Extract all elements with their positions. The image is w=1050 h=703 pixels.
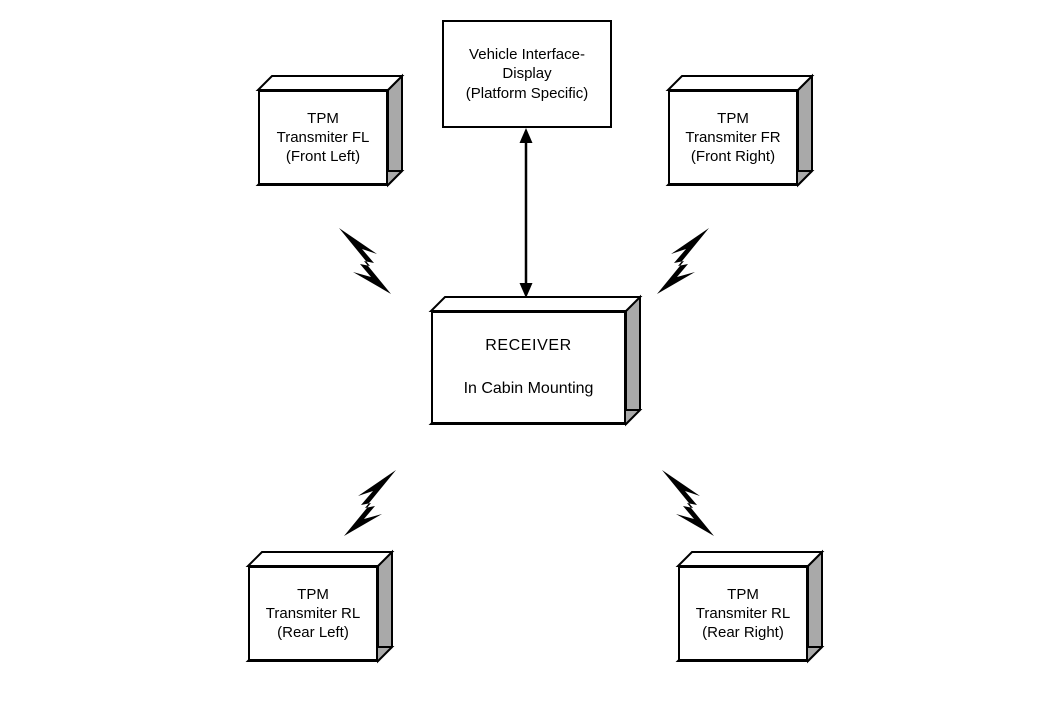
tpm-fl-line-1: TPM — [307, 109, 339, 127]
tpm-fl-label: TPM Transmiter FL (Front Left) — [277, 109, 370, 167]
receiver-label: RECEIVER In Cabin Mounting — [464, 336, 594, 399]
display-label: Vehicle Interface- Display (Platform Spe… — [466, 45, 589, 103]
node-tpm-transmitter-rear-right[interactable]: TPM Transmiter RL (Rear Right) — [675, 549, 825, 676]
node-tpm-transmitter-front-left[interactable]: TPM Transmiter FL (Front Left) — [255, 73, 405, 200]
display-line-2: Display — [502, 65, 552, 83]
tpm-rl-line-2: Transmiter RL — [265, 604, 361, 622]
lightning-bolt-icon-rear-right — [662, 470, 714, 536]
node-tpm-transmitter-front-right[interactable]: TPM Transmiter FR (Front Right) — [665, 73, 815, 200]
tpm-rr-line-1: TPM — [727, 585, 759, 603]
tpm-fl-line-2: Transmiter FL — [276, 128, 370, 146]
receiver-line-1: RECEIVER — [485, 337, 572, 355]
tpm-rr-line-3: (Rear Right) — [702, 624, 784, 642]
bidirectional-arrow — [519, 128, 533, 298]
tpm-fr-line-3: (Front Right) — [690, 148, 776, 166]
lightning-bolt-icon-front-left — [339, 228, 391, 294]
tpm-fr-line-1: TPM — [717, 109, 749, 127]
tpm-rr-line-2: Transmiter RL — [695, 604, 791, 622]
node-receiver[interactable]: RECEIVER In Cabin Mounting — [428, 294, 643, 440]
tpm-rl-line-3: (Rear Left) — [277, 624, 349, 642]
lightning-bolt-icon-rear-left — [344, 470, 396, 536]
tpm-fl-line-3: (Front Left) — [285, 148, 361, 166]
receiver-line-2: In Cabin Mounting — [463, 379, 594, 397]
lightning-bolt-icon-front-right — [657, 228, 709, 294]
tpm-fr-line-2: Transmiter FR — [685, 128, 781, 146]
tpm-rl-line-1: TPM — [297, 585, 329, 603]
display-line-3: (Platform Specific) — [465, 84, 589, 102]
node-tpm-transmitter-rear-left[interactable]: TPM Transmiter RL (Rear Left) — [245, 549, 395, 676]
tpm-fr-label: TPM Transmiter FR (Front Right) — [685, 109, 780, 167]
tpm-rl-label: TPM Transmiter RL (Rear Left) — [266, 585, 360, 643]
node-vehicle-interface-display[interactable]: Vehicle Interface- Display (Platform Spe… — [442, 20, 612, 128]
tpm-rr-label: TPM Transmiter RL (Rear Right) — [696, 585, 790, 643]
display-line-1: Vehicle Interface- — [469, 46, 585, 64]
